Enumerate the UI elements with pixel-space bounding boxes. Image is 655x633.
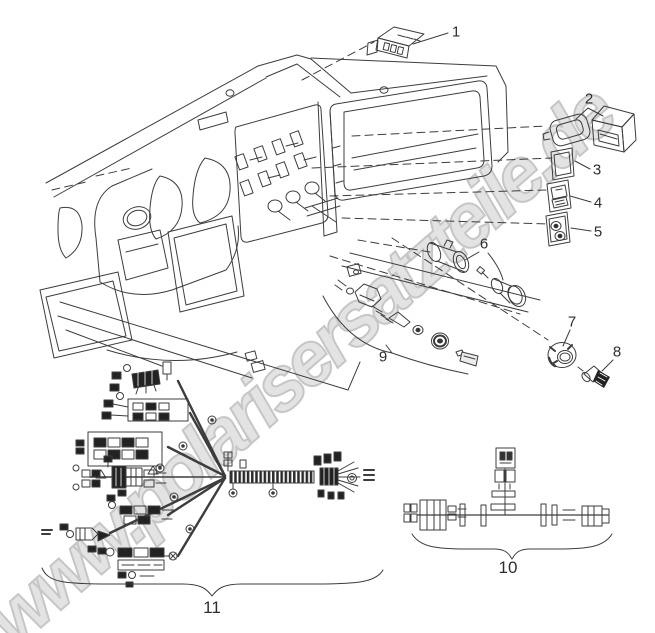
callout-2: 2 — [584, 90, 594, 108]
harness-cluster-7 — [106, 548, 177, 587]
part-11-main-harness — [42, 362, 383, 596]
harness-cluster-4 — [73, 456, 166, 490]
callout-4: 4 — [593, 194, 603, 212]
part-2-gauge-assembly — [543, 106, 636, 152]
harness-cluster-6 — [42, 524, 110, 554]
harness-cluster-2 — [102, 393, 188, 422]
part-7-nut — [548, 330, 576, 368]
part-8-bulb-socket — [578, 360, 613, 388]
dashed-leader-lines — [52, 42, 552, 340]
branch-markers — [156, 416, 277, 533]
callout-11: 11 — [203, 598, 221, 617]
callout-10: 10 — [498, 558, 518, 577]
dashboard-drawing — [40, 55, 540, 390]
callout-7: 7 — [567, 313, 577, 331]
brace-10 — [412, 534, 612, 559]
switch-plate-cutouts — [235, 131, 325, 220]
brace-11 — [42, 568, 383, 596]
part-9-sender-kit — [323, 280, 478, 374]
harness-cluster-1 — [110, 362, 171, 394]
part-3-plate — [551, 148, 590, 180]
part-5-switch — [546, 212, 591, 246]
callout-5: 5 — [593, 223, 603, 241]
callout-6: 6 — [479, 235, 489, 253]
harness-cluster-5 — [107, 490, 174, 524]
callout-1: 1 — [451, 23, 461, 41]
callout-8: 8 — [612, 343, 622, 361]
part-10-jumper-harness — [404, 448, 612, 559]
part-6-power-outlet — [425, 240, 529, 309]
part-1-connector — [367, 27, 448, 58]
harness-end-connector — [314, 452, 374, 499]
callout-3: 3 — [592, 161, 602, 179]
callout-9: 9 — [378, 348, 388, 366]
part-4-rocker-switch — [547, 180, 591, 212]
